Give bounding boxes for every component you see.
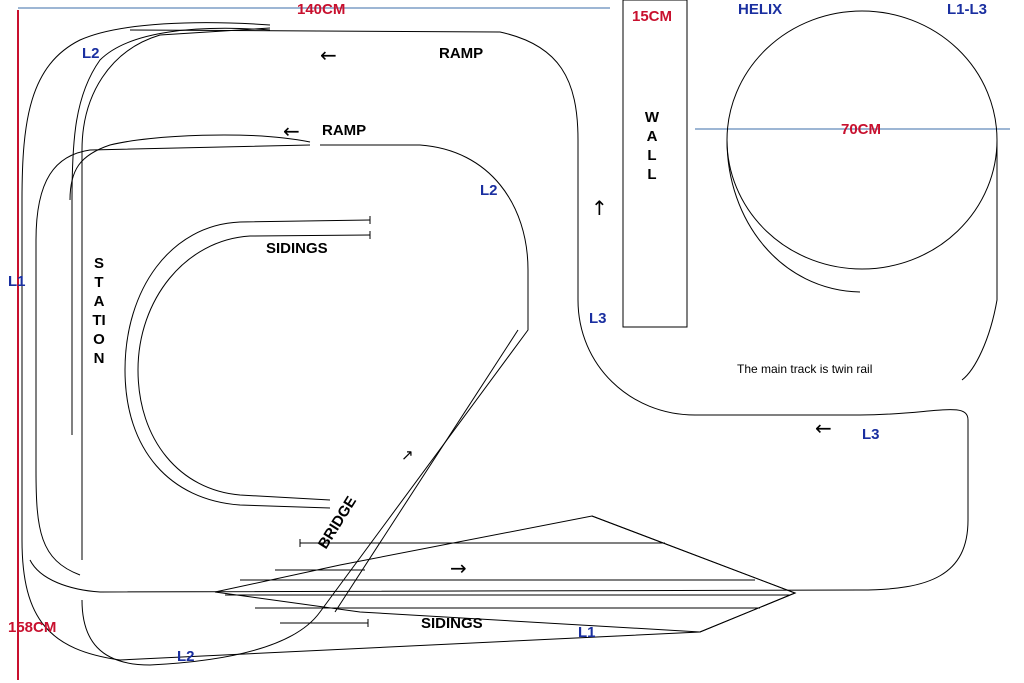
sidings-label-bottom: SIDINGS — [421, 615, 483, 632]
track-l2-mid-loop — [81, 144, 529, 666]
arrow-up-icon: ↑ — [591, 196, 608, 220]
track-l2-inner-curve — [69, 134, 311, 201]
track-l3-loop — [29, 29, 969, 593]
track-inner-loop — [124, 219, 371, 509]
helix-levels-label: L1-L3 — [947, 1, 988, 18]
station-label: STATION — [92, 255, 106, 367]
helix-lower-arc — [726, 139, 861, 293]
track-bridge — [334, 329, 519, 613]
arrow-left-icon: ← — [283, 119, 300, 143]
ramp-label-mid: RAMP — [322, 122, 367, 139]
track-note: The main track is twin rail — [737, 362, 873, 376]
level-l2-top-left: L2 — [82, 45, 100, 62]
track-l1-inner — [35, 144, 311, 576]
helix-ellipse — [726, 10, 998, 270]
sidings-label-top: SIDINGS — [266, 240, 328, 257]
arrow-right-icon: → — [450, 556, 467, 580]
dimension-length: 140CM — [297, 1, 346, 18]
track-l2-ramp-upper — [71, 27, 271, 435]
arrow-left-icon: ← — [815, 416, 832, 440]
wall-label: WALL — [644, 109, 660, 183]
dimension-helix: 70CM — [841, 121, 882, 138]
track-l2-ramp-lower — [81, 27, 271, 560]
level-l2-right: L2 — [480, 182, 498, 199]
level-l1-bottom: L1 — [578, 624, 596, 641]
yard-ladder — [214, 515, 797, 633]
helix-right-side — [961, 140, 998, 381]
helix-label: HELIX — [738, 1, 783, 18]
level-l2-bottom: L2 — [177, 648, 195, 665]
ramp-label-top: RAMP — [439, 45, 484, 62]
dimension-wall: 15CM — [632, 8, 673, 25]
level-l3-wall: L3 — [589, 310, 607, 327]
wall — [622, 0, 688, 328]
dimension-width: 158CM — [8, 619, 57, 636]
arrow-up-right-icon: ↗ — [401, 446, 414, 464]
arrow-left-icon: ← — [320, 43, 337, 67]
track-inner-loop-2 — [137, 234, 371, 501]
track-l1-outer — [21, 22, 797, 661]
level-l1-left: L1 — [8, 273, 26, 290]
level-l3-right: L3 — [862, 426, 880, 443]
